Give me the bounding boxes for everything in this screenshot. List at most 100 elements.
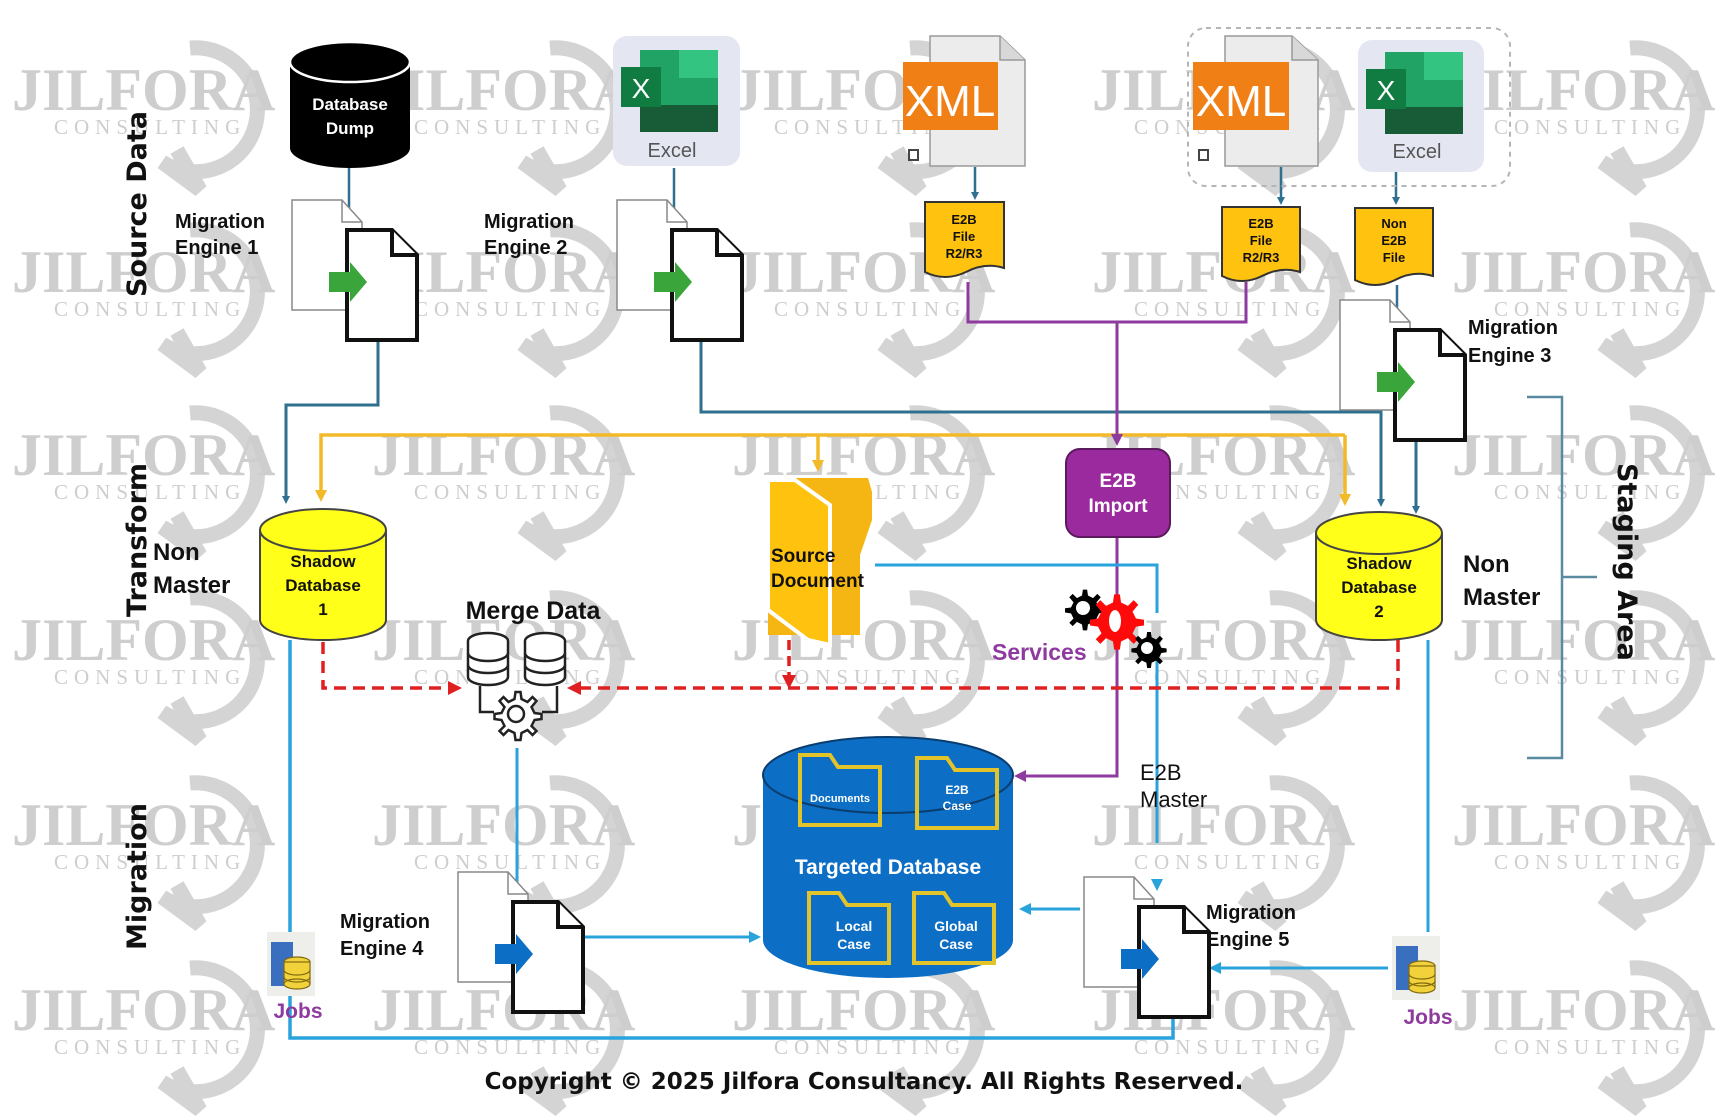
watermark-tagline: CONSULTING	[1494, 115, 1686, 139]
watermark-tagline: CONSULTING	[1494, 850, 1686, 874]
section-label-migration: Migration	[122, 803, 153, 950]
watermark-q-ring	[1597, 590, 1705, 747]
watermark-tagline: CONSULTING	[414, 850, 606, 874]
engine-5-label-2: Engine 5	[1206, 929, 1289, 951]
folder-documents-label: Documents	[810, 793, 870, 805]
watermark-q-ring	[157, 405, 265, 562]
watermark-q-ring	[517, 222, 625, 379]
watermark-tagline: CONSULTING	[1494, 1035, 1686, 1059]
watermark-brand: JILFORA	[372, 57, 635, 123]
watermark-brand: JILFORA	[372, 422, 635, 488]
folder-e2b-case-line-1: E2B	[945, 783, 969, 797]
e2b-import-line-2: Import	[1088, 496, 1148, 517]
engine-5-label-1: Migration	[1206, 902, 1296, 924]
migration-engine-3-icon	[1338, 298, 1467, 442]
source-document-line-1: Source	[771, 546, 835, 567]
watermark-tagline: CONSULTING	[414, 115, 606, 139]
watermark-brand: JILFORA	[1452, 977, 1715, 1043]
shadow-db-1-line-2: Database	[285, 576, 361, 595]
e2b-file-1-line-1: E2B	[951, 212, 976, 227]
engine-3-label-2: Engine 3	[1468, 345, 1551, 367]
targeted-database: Documents E2B Case Targeted Database Loc…	[762, 736, 1014, 978]
folder-local-case-line-2: Case	[837, 936, 871, 952]
watermark-q-ring	[1597, 775, 1705, 932]
watermark-q-ring	[1597, 405, 1705, 562]
non-e2b-file: Non E2B File	[1354, 207, 1434, 286]
database-dump-label-1: Database	[312, 95, 388, 114]
yellow-line-to-shadowdb1	[315, 433, 1345, 502]
red-dash-shadowdb1-to-merge	[321, 642, 462, 695]
shadow-db-2-note-2: Master	[1463, 584, 1540, 611]
folder-global-case: Global Case	[912, 891, 996, 965]
watermark-q-ring	[157, 960, 265, 1117]
services-label: Services	[992, 639, 1087, 665]
watermark-tagline: CONSULTING	[54, 297, 246, 321]
shadow-db-1-note-2: Master	[153, 572, 230, 599]
watermark-layer: JILFORACONSULTINGJILFORACONSULTINGJILFOR…	[12, 40, 1715, 1117]
folder-documents: Documents	[798, 753, 882, 827]
watermark-brand: JILFORA	[372, 977, 635, 1043]
watermark-q-ring	[157, 775, 265, 932]
watermark-tagline: CONSULTING	[54, 480, 246, 504]
watermark-brand: JILFORA	[372, 792, 635, 858]
watermark-q-ring	[1237, 405, 1345, 562]
watermark-q-ring	[1237, 775, 1345, 932]
shadow-db-2-line-2: Database	[1341, 578, 1417, 597]
watermark-q-ring	[517, 405, 625, 562]
watermark-q-ring	[877, 590, 985, 747]
database-dump-label-2: Dump	[326, 119, 374, 138]
jobs-label-2: Jobs	[1403, 1006, 1452, 1029]
watermark-tagline: CONSULTING	[54, 665, 246, 689]
watermark-q-ring	[877, 405, 985, 562]
red-dash-shadowdb2-to-merge	[567, 640, 1400, 695]
watermark-tagline: CONSULTING	[1494, 297, 1686, 321]
folder-global-case-line-1: Global	[934, 918, 978, 934]
non-e2b-file-line-2: E2B	[1381, 233, 1406, 248]
watermark-brand: JILFORA	[1452, 57, 1715, 123]
engine-1-label-2: Engine 1	[175, 237, 258, 259]
source-document-folder: Source Document	[766, 478, 872, 648]
e2b-master-label-1: E2B	[1140, 760, 1182, 785]
engine-1-label-1: Migration	[175, 211, 265, 233]
e2b-file-1-line-3: R2/R3	[946, 246, 983, 261]
engine-3-label-1: Migration	[1468, 317, 1558, 339]
e2b-import-box: E2B Import	[1065, 448, 1171, 538]
blue-line-shadowdb1-to-engine5	[288, 640, 1179, 1040]
watermark-tagline: CONSULTING	[1134, 297, 1326, 321]
watermark-tagline: CONSULTING	[414, 297, 606, 321]
watermark-tagline: CONSULTING	[414, 665, 606, 689]
watermark-brand: JILFORA	[12, 607, 275, 673]
watermark-q-ring	[1597, 960, 1705, 1117]
watermark-tagline: CONSULTING	[774, 297, 966, 321]
migration-engine-5-icon	[1082, 875, 1211, 1019]
watermark-brand: JILFORA	[12, 977, 275, 1043]
jobs-label-1: Jobs	[273, 1000, 322, 1023]
watermark-q-ring	[157, 40, 265, 197]
xml-file-icon-2: XML	[1193, 35, 1319, 167]
section-label-source-data: Source Data	[122, 111, 153, 297]
shadow-database-1: Shadow Database 1	[259, 508, 387, 641]
e2b-import-line-1: E2B	[1100, 471, 1137, 492]
migration-engine-2-icon	[615, 198, 744, 342]
jobs-icon-2	[1392, 936, 1440, 1000]
watermark-tagline: CONSULTING	[54, 115, 246, 139]
excel-caption-2: Excel	[1393, 141, 1442, 163]
e2b-file-1: E2B File R2/R3	[924, 201, 1005, 278]
shadow-db-1-note-1: Non	[153, 539, 200, 566]
e2b-file-2-line-1: E2B	[1248, 216, 1273, 231]
watermark-brand: JILFORA	[1452, 792, 1715, 858]
watermark-q-ring	[1237, 222, 1345, 379]
merge-data-label: Merge Data	[466, 597, 602, 625]
section-label-staging-area: Staging Area	[1611, 463, 1642, 661]
